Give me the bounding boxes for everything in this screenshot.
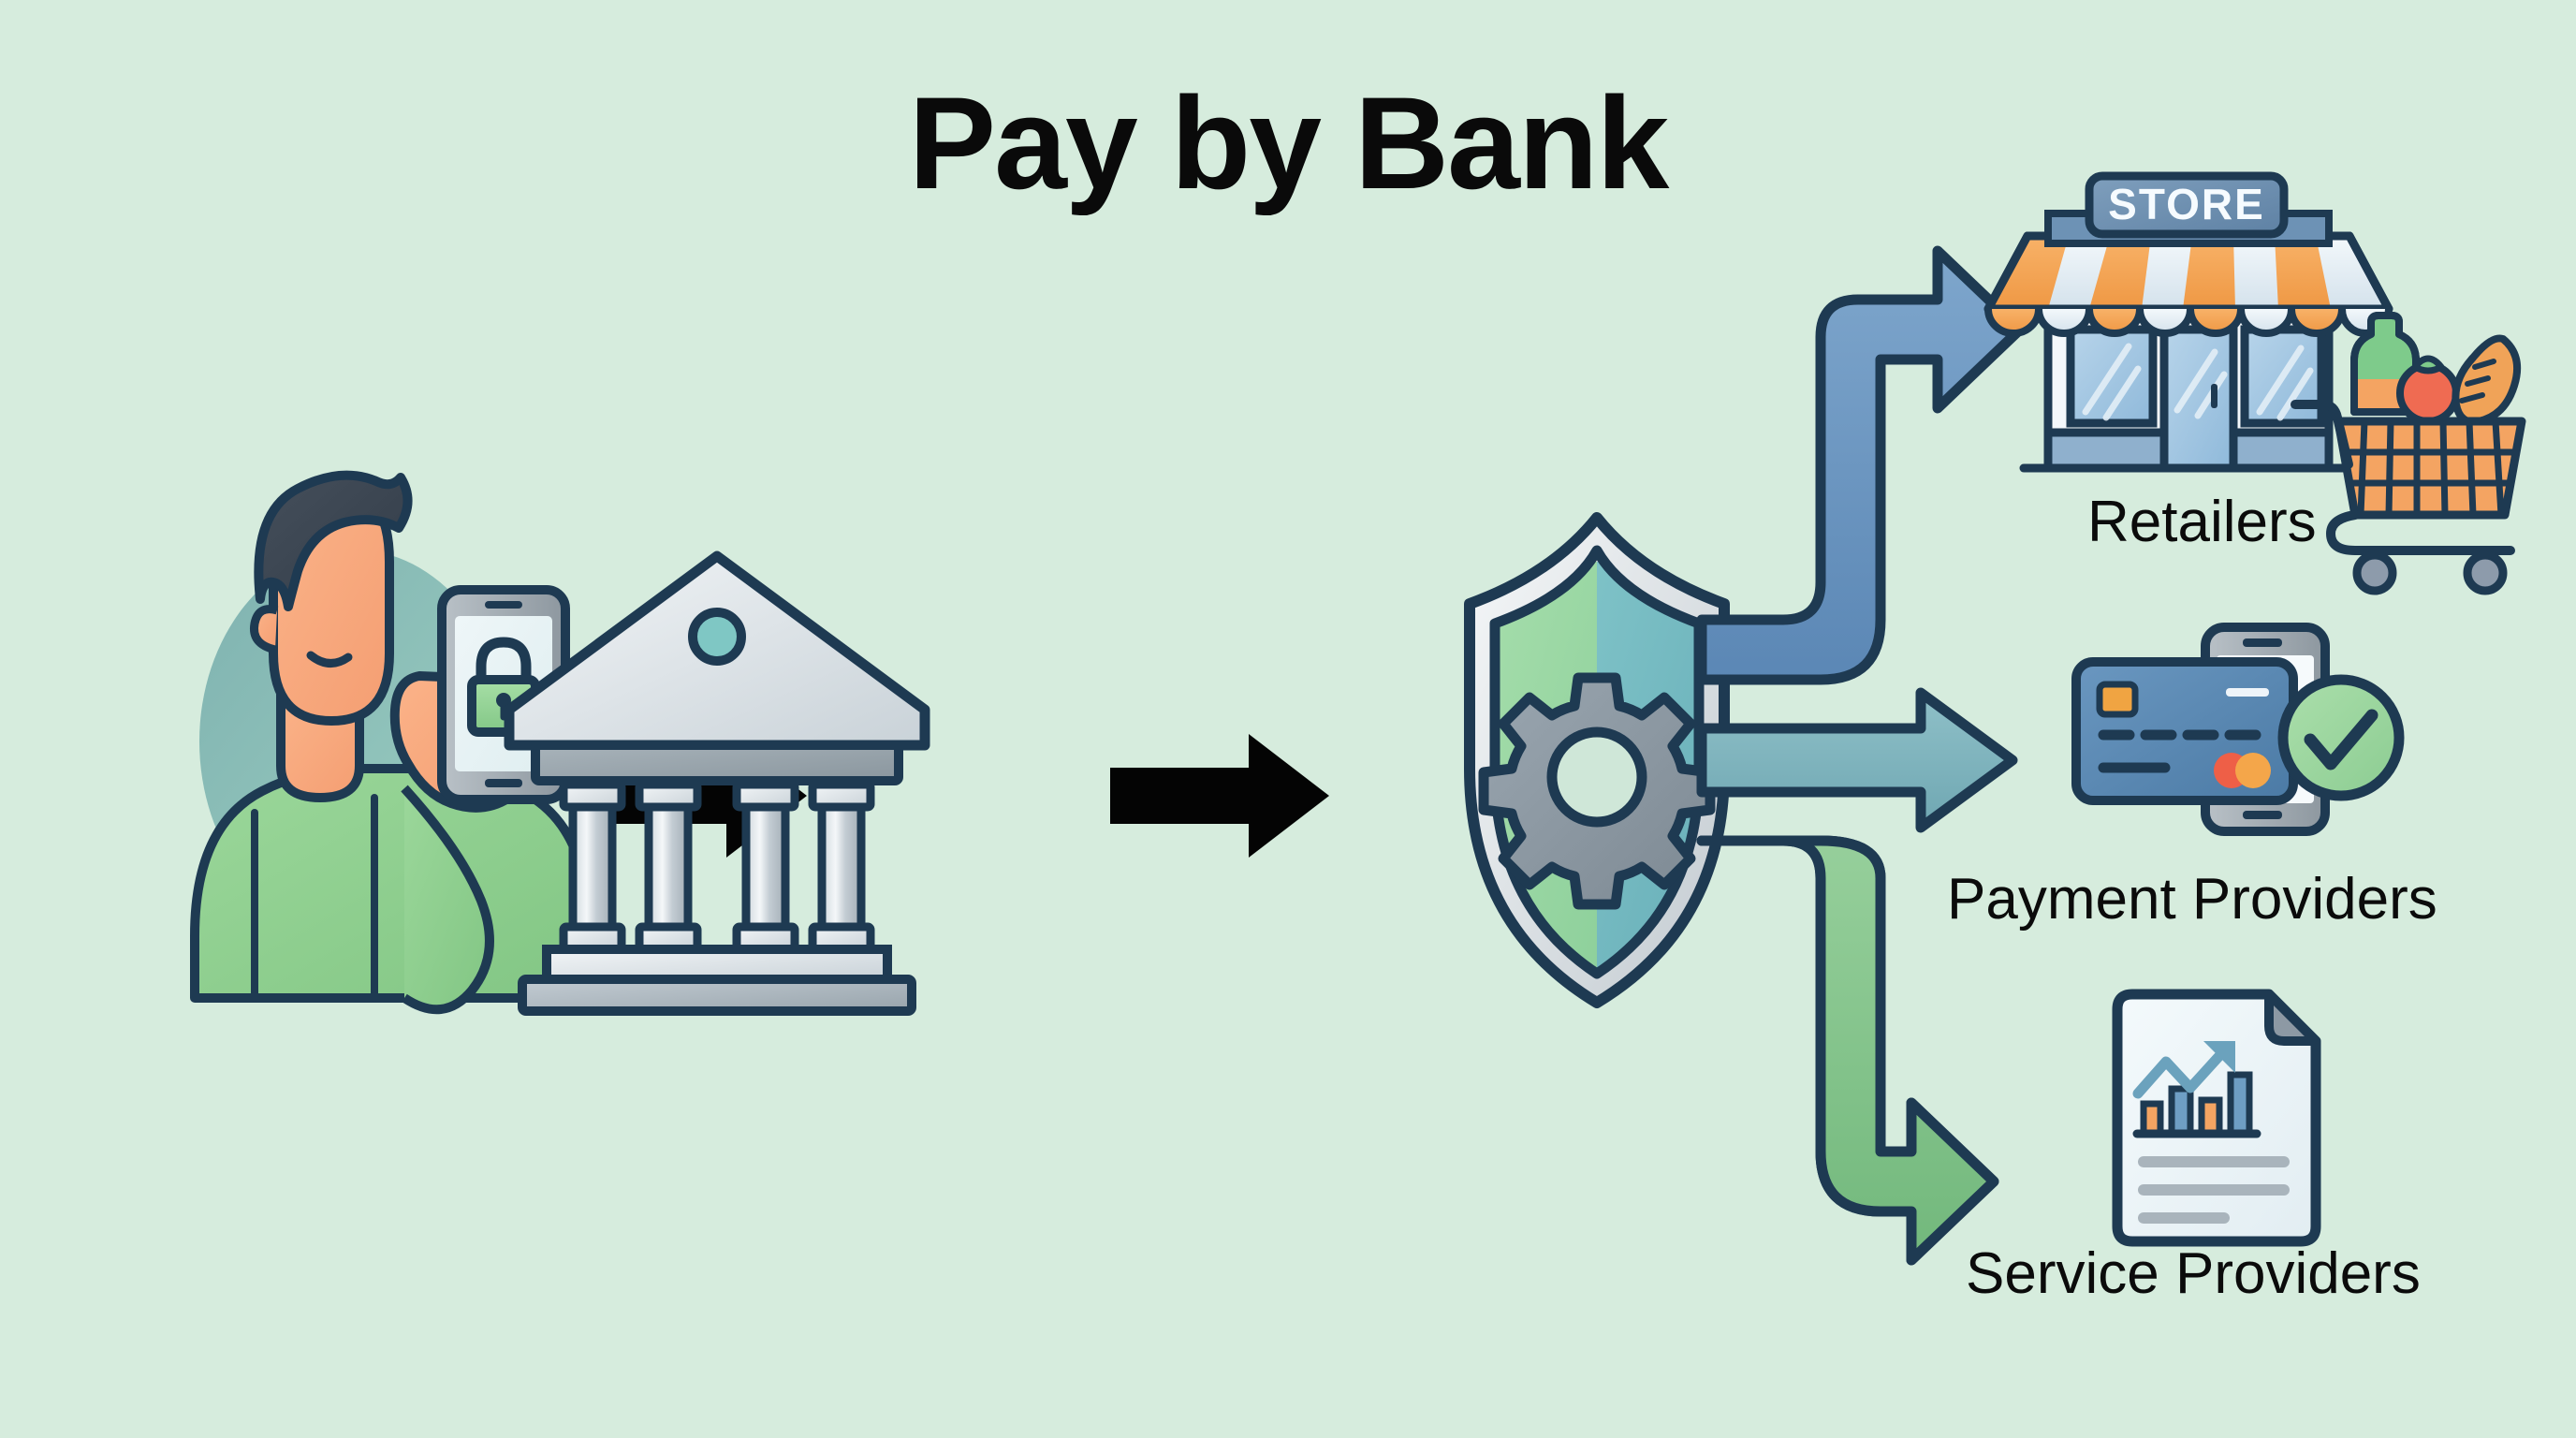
bank-base-lower [518, 975, 916, 1016]
label-payment-providers: Payment Providers [1947, 867, 2437, 932]
consumer-phone-speaker [485, 601, 522, 609]
storefront-icon: STORE [1983, 171, 2393, 473]
consumer-ear [249, 605, 279, 654]
shopping-cart-icon [2291, 312, 2526, 595]
gear-icon [1478, 672, 1716, 910]
branch-arrow-payment-providers [1696, 687, 2018, 833]
bank-node [504, 550, 930, 1016]
consumer-hair [254, 470, 413, 611]
bank-medallion [688, 608, 746, 666]
bank-columns [559, 780, 875, 954]
consumer-phone-home-button [485, 779, 522, 787]
page-title: Pay by Bank [908, 69, 1670, 216]
document-chart-icon [2112, 989, 2321, 1247]
store-sign-text: STORE [2108, 180, 2265, 228]
branch-arrow-service-providers [1696, 835, 1999, 1266]
bank-entablature [531, 741, 903, 785]
payment-providers-icon [2071, 623, 2405, 836]
label-retailers: Retailers [2087, 490, 2317, 554]
label-service-providers: Service Providers [1966, 1241, 2421, 1306]
arrow-bank-to-shield [1110, 734, 1329, 858]
shield-inner-outline [1489, 545, 1705, 979]
shield-node [1464, 512, 1730, 1008]
consumer-arm-shape [401, 785, 494, 1015]
branch-arrow-retailers [1696, 245, 2026, 685]
check-circle-icon [2277, 674, 2405, 801]
card-chip [2096, 681, 2139, 718]
consumer-node [190, 470, 594, 1015]
consumer-smile [306, 651, 353, 668]
store-sign [2085, 171, 2289, 239]
